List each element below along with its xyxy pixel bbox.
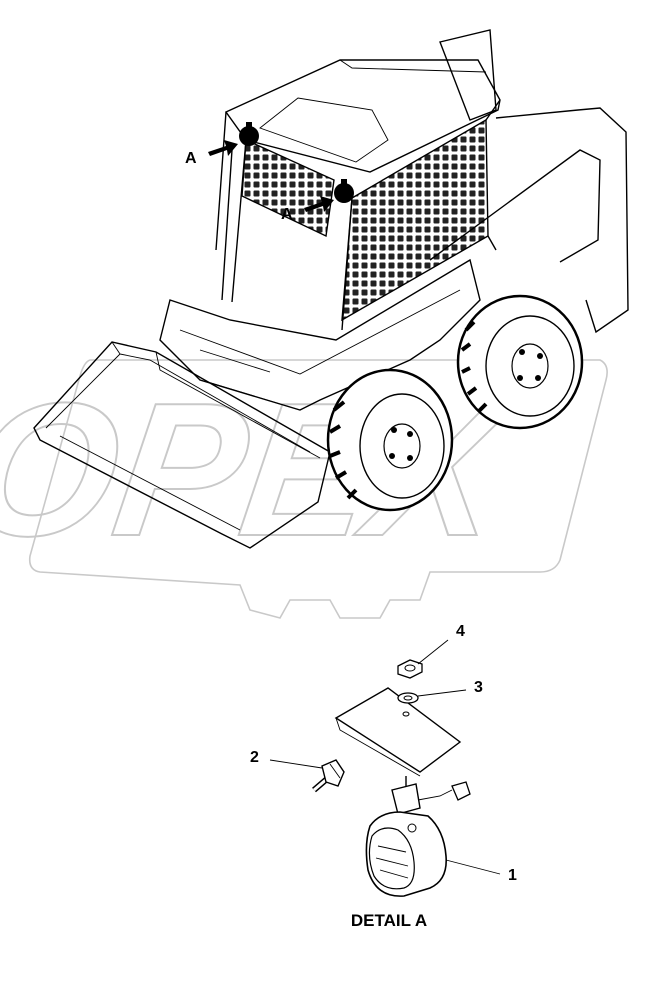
front-wheel	[326, 368, 454, 512]
leader-4	[417, 639, 449, 665]
callout-part-2: 2	[250, 749, 259, 766]
callout-part-1: 1	[508, 867, 517, 884]
detail-title: DETAIL A	[351, 911, 427, 930]
callout-part-4: 4	[456, 623, 465, 640]
skid-steer-loader	[33, 29, 629, 549]
part-3-washer	[397, 692, 419, 717]
loader-bucket	[33, 341, 331, 549]
watermark-gear	[28, 359, 608, 619]
detail-a-assembly	[269, 639, 501, 897]
chassis	[159, 258, 481, 411]
arrow-upper	[208, 140, 238, 156]
mounting-plate	[334, 687, 462, 773]
loader-arm	[439, 29, 497, 121]
leader-3	[417, 689, 467, 697]
callout-a-upper: A	[185, 150, 197, 167]
lamp-location-upper	[208, 122, 259, 156]
cab-roof	[224, 59, 501, 173]
arrow-lower	[304, 196, 334, 212]
rear-wheel	[456, 294, 584, 430]
leader-1	[445, 859, 501, 875]
callout-a-lower: A	[281, 206, 293, 223]
callout-part-3: 3	[474, 679, 483, 696]
leader-2	[269, 759, 323, 769]
part-2-connector	[312, 759, 345, 793]
part-1-work-lamp	[365, 776, 471, 897]
part-4-nut	[397, 659, 423, 679]
lamp-location-lower	[304, 179, 354, 212]
